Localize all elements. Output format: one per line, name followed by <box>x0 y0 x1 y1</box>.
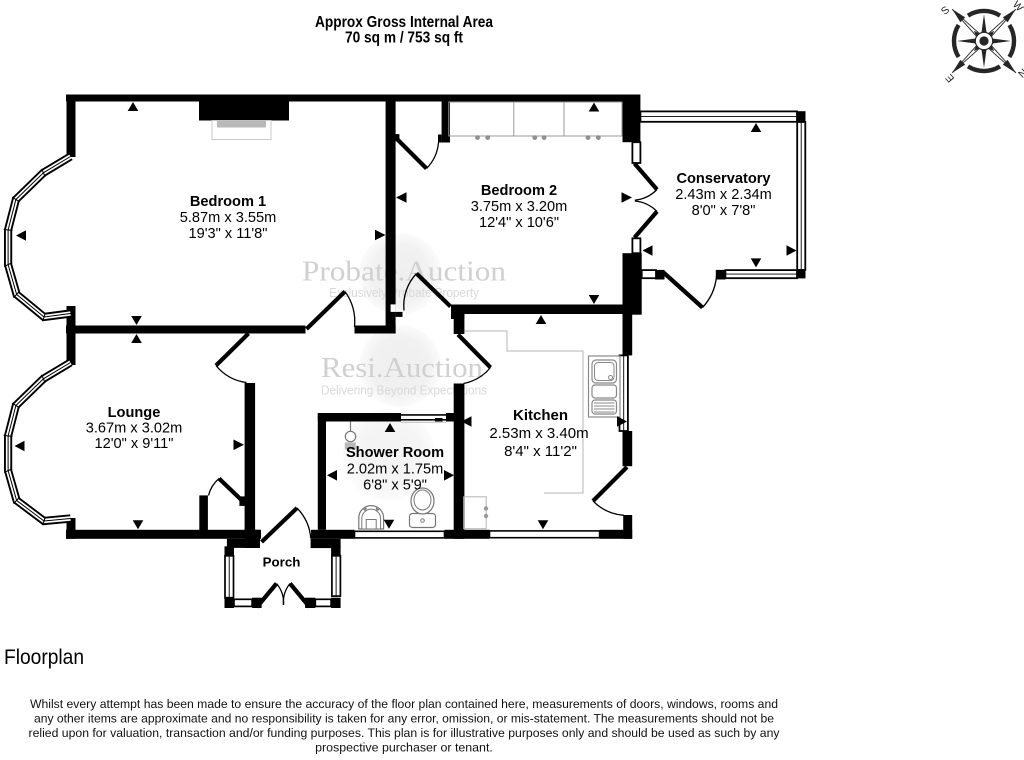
svg-text:6'8" x 5'9": 6'8" x 5'9" <box>363 478 427 494</box>
svg-text:8'4" x 11'2": 8'4" x 11'2" <box>504 443 577 460</box>
svg-text:5.87m x 3.55m: 5.87m x 3.55m <box>180 210 277 226</box>
svg-text:2.02m x 1.75m: 2.02m x 1.75m <box>347 462 444 478</box>
svg-text:prospective purchaser or tenan: prospective purchaser or tenant. <box>315 741 493 755</box>
svg-text:Shower Room: Shower Room <box>346 445 444 461</box>
svg-text:Floorplan: Floorplan <box>4 645 84 669</box>
svg-text:Delivering Beyond Expectations: Delivering Beyond Expectations <box>321 384 487 398</box>
svg-text:19'3" x 11'8": 19'3" x 11'8" <box>189 226 268 242</box>
svg-text:Conservatory: Conservatory <box>676 171 771 187</box>
svg-text:Kitchen: Kitchen <box>513 407 568 424</box>
svg-text:2.53m x 3.40m: 2.53m x 3.40m <box>489 425 588 442</box>
svg-text:Whilst every attempt has been: Whilst every attempt has been made to en… <box>30 697 778 711</box>
svg-text:8'0" x 7'8": 8'0" x 7'8" <box>692 203 756 219</box>
svg-text:Probate.Auction: Probate.Auction <box>302 256 507 288</box>
svg-text:N: N <box>1015 66 1024 80</box>
svg-text:3.75m x 3.20m: 3.75m x 3.20m <box>471 199 568 215</box>
svg-text:12'4" x 10'6": 12'4" x 10'6" <box>479 215 559 231</box>
svg-text:Lounge: Lounge <box>108 405 161 421</box>
svg-text:Bedroom 1: Bedroom 1 <box>190 194 266 210</box>
svg-text:70 sq m / 753 sq ft: 70 sq m / 753 sq ft <box>345 30 463 47</box>
svg-text:3.67m x 3.02m: 3.67m x 3.02m <box>86 421 183 437</box>
svg-text:2.43m x 2.34m: 2.43m x 2.34m <box>675 187 772 203</box>
svg-text:12'0" x 9'11": 12'0" x 9'11" <box>95 436 174 452</box>
svg-text:relied upon for valuation, tra: relied upon for valuation, transaction a… <box>29 726 781 740</box>
svg-text:any other items are approximat: any other items are approximate and no r… <box>34 712 774 726</box>
svg-text:Resi.Auction: Resi.Auction <box>321 352 484 384</box>
svg-text:Approx Gross Internal Area: Approx Gross Internal Area <box>315 14 493 31</box>
svg-text:Porch: Porch <box>263 555 301 570</box>
svg-text:Bedroom 2: Bedroom 2 <box>481 183 557 199</box>
